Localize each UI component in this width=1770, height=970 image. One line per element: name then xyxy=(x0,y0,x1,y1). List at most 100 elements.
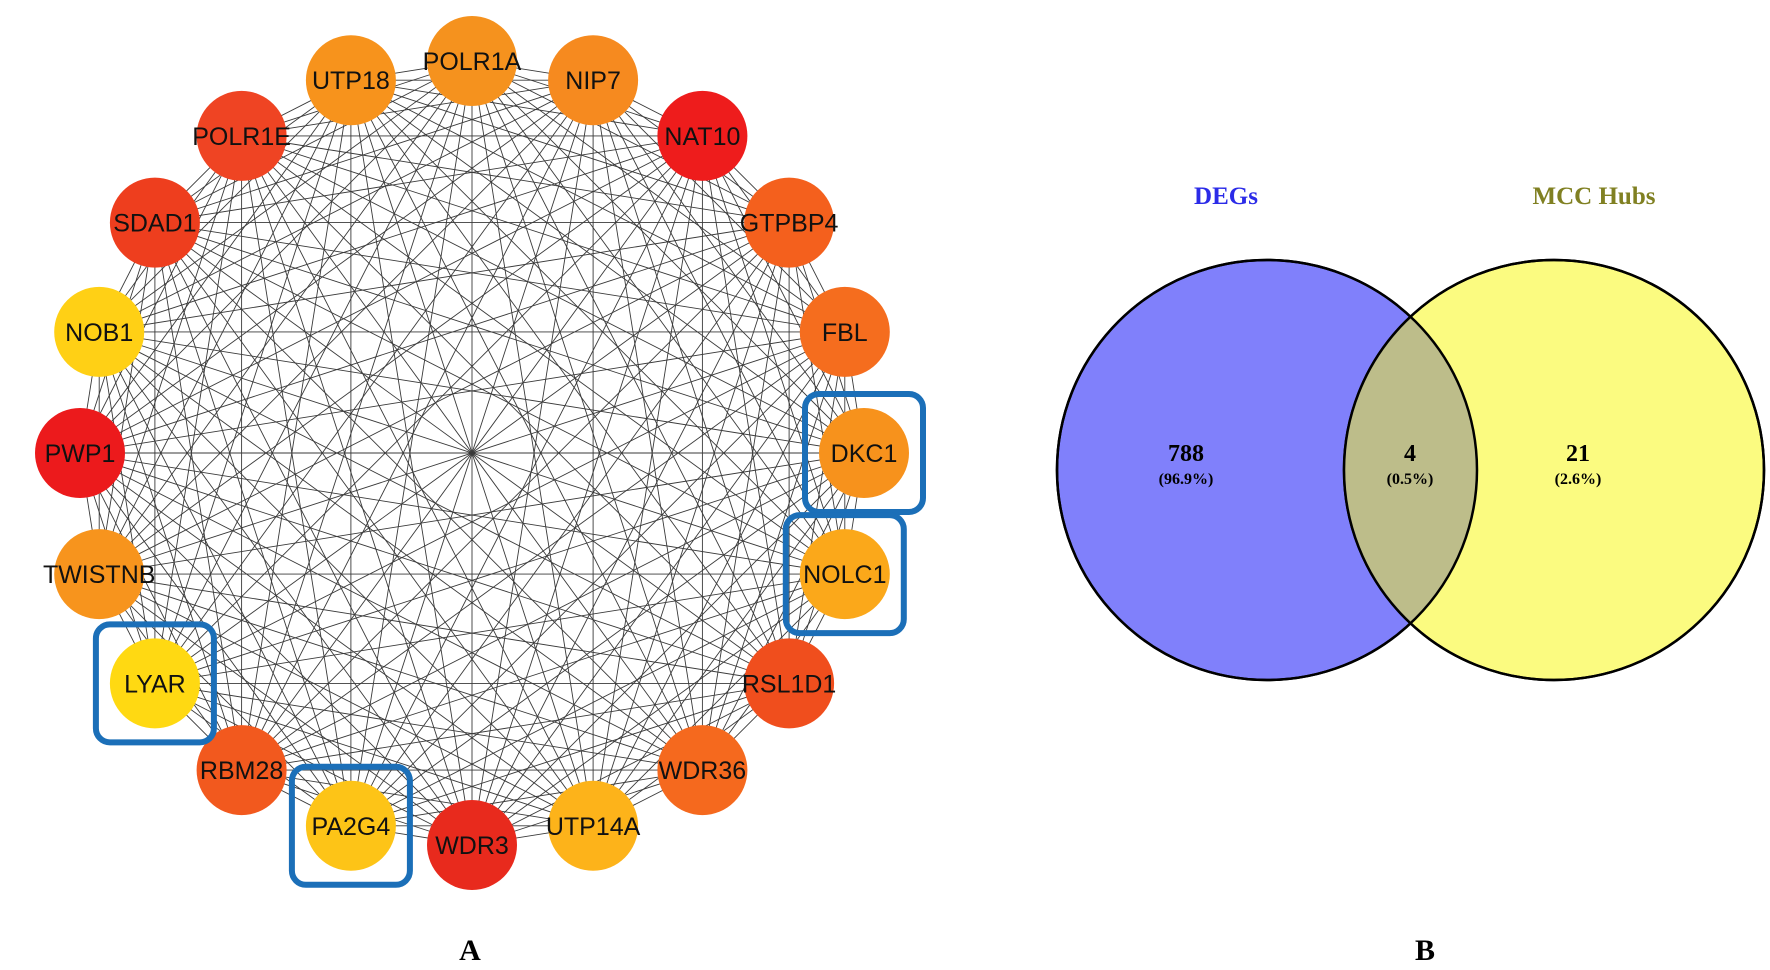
network-edge xyxy=(79,60,473,454)
network-edge xyxy=(350,79,846,333)
node-circle xyxy=(744,638,835,729)
network-edge xyxy=(79,452,790,684)
network-edge xyxy=(592,79,846,333)
node-label: TWISTNB xyxy=(43,561,156,589)
network-edge xyxy=(241,135,790,684)
network-edge xyxy=(350,79,790,684)
network-edge xyxy=(788,331,846,684)
network-edge xyxy=(701,222,790,771)
network-edge xyxy=(99,452,865,575)
network-edge xyxy=(350,80,473,846)
network-edge xyxy=(79,331,845,454)
node-label: RSL1D1 xyxy=(742,670,837,698)
network-edge xyxy=(241,135,473,846)
network-edge xyxy=(241,222,790,771)
network-node: NOLC1 xyxy=(799,529,890,620)
network-edge xyxy=(79,452,703,771)
network-node: LYAR xyxy=(109,638,200,729)
network-edge xyxy=(154,222,594,827)
network-edge xyxy=(98,573,352,827)
count-both: 4 xyxy=(1404,441,1416,467)
network-node: GTPBP4 xyxy=(740,177,839,268)
network-edge xyxy=(592,80,703,771)
network-edge xyxy=(241,80,352,771)
network-edge xyxy=(241,135,845,333)
network-edge xyxy=(241,682,790,771)
network-edge xyxy=(701,135,865,454)
node-label: NAT10 xyxy=(664,123,740,151)
node-circle xyxy=(799,529,890,620)
node-circle xyxy=(799,286,890,377)
network-edge xyxy=(98,331,243,771)
network-edge xyxy=(471,60,865,454)
network-node: DKC1 xyxy=(819,408,909,498)
network-edge xyxy=(98,331,473,846)
node-circle xyxy=(109,177,200,268)
network-edge xyxy=(98,135,243,575)
node-label: NOLC1 xyxy=(803,561,886,589)
network-edge xyxy=(154,222,703,771)
venn-outline-mcc-hubs xyxy=(1342,258,1766,682)
highlight-box xyxy=(802,391,926,515)
network-edge xyxy=(154,331,846,684)
node-label: UTP14A xyxy=(546,813,641,841)
network-edge xyxy=(98,573,594,827)
highlight-boxes xyxy=(92,391,926,888)
network-edge xyxy=(154,222,243,771)
network-edge xyxy=(471,222,790,846)
network-edge xyxy=(98,331,703,771)
network-edge xyxy=(99,573,703,771)
network-edge xyxy=(471,80,594,846)
network-edge xyxy=(98,331,790,684)
network-edge xyxy=(350,331,846,827)
venn-panel: DEGs MCC Hubs 788 (96.9%) 4 (0.5%) 21 (2… xyxy=(1055,183,1766,967)
network-edge xyxy=(241,135,594,827)
node-circle xyxy=(427,16,517,106)
network-node: SDAD1 xyxy=(109,177,200,268)
network-edge xyxy=(79,135,243,454)
highlight-box xyxy=(92,621,217,746)
network-edge xyxy=(154,222,473,846)
network-edge xyxy=(701,135,790,684)
network-edge xyxy=(154,135,703,684)
network-edge xyxy=(241,452,865,771)
network-edge xyxy=(350,79,846,575)
network-edge xyxy=(592,135,703,826)
network-edge xyxy=(154,222,846,575)
network-edge xyxy=(98,331,594,827)
node-label: DKC1 xyxy=(831,440,898,468)
network-edge xyxy=(471,682,790,846)
network-edge xyxy=(98,222,790,575)
node-circle xyxy=(657,725,748,816)
node-circle xyxy=(305,780,396,871)
network-edge xyxy=(241,135,846,575)
network-edge xyxy=(350,79,865,454)
network-edge xyxy=(592,573,846,827)
node-circle xyxy=(744,177,835,268)
highlight-box xyxy=(288,763,413,888)
network-node: NIP7 xyxy=(548,35,639,126)
node-label: LYAR xyxy=(124,670,186,698)
node-circle xyxy=(35,408,125,498)
network-edge xyxy=(241,135,352,826)
network-edge xyxy=(98,331,352,827)
node-circle xyxy=(548,35,639,126)
network-edge xyxy=(471,452,865,846)
network-edge xyxy=(154,682,594,827)
node-label: FBL xyxy=(822,319,868,347)
node-circle xyxy=(548,780,639,871)
network-node: TWISTNB xyxy=(43,529,156,620)
node-circle xyxy=(109,638,200,729)
percent-degs-only: (96.9%) xyxy=(1159,471,1214,488)
network-edge xyxy=(471,60,790,684)
node-circle xyxy=(657,90,748,181)
network-edge xyxy=(154,60,473,224)
node-label: WDR3 xyxy=(435,832,509,860)
percent-hubs-only: (2.6%) xyxy=(1555,471,1602,488)
network-edge xyxy=(79,135,703,454)
network-edge xyxy=(99,331,865,454)
network-edge xyxy=(154,222,865,454)
node-label: PWP1 xyxy=(45,440,116,468)
network-edges xyxy=(79,60,865,846)
